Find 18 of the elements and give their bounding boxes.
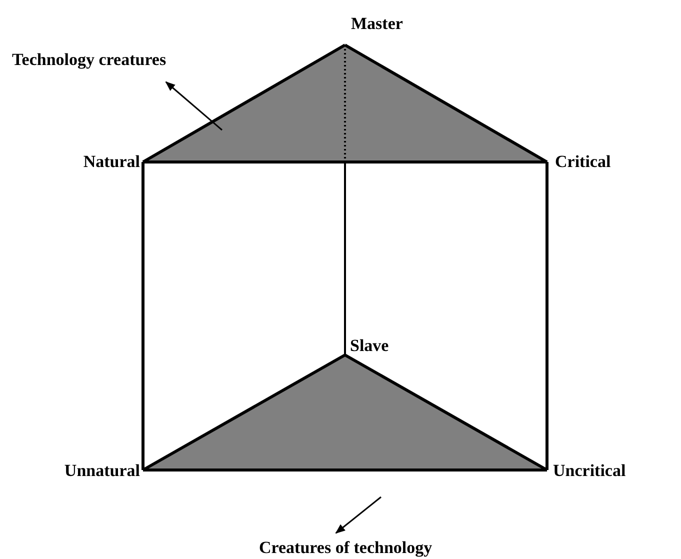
prism-edge: [344, 354, 548, 472]
prism-edge: [143, 160, 547, 164]
callout-label: Creatures of technology: [259, 538, 432, 558]
vertex-label: Natural: [20, 152, 144, 172]
prism-edge: [546, 162, 548, 470]
vertex-label: Slave: [344, 336, 400, 357]
prism-edge: [142, 354, 346, 472]
callout-label: Technology creatures: [12, 50, 166, 70]
leader-arrow: [335, 496, 382, 534]
prism-edge: [344, 44, 548, 164]
prism-edge: [143, 468, 547, 472]
leader-arrow: [165, 81, 222, 131]
vertex-label: Uncritical: [546, 461, 646, 481]
prism-edge: [142, 44, 346, 164]
prism-edge: [142, 162, 144, 470]
vertex-label: Unnatural: [8, 461, 144, 481]
vertex-label: Critical: [546, 152, 646, 172]
vertex-label: Master: [343, 14, 403, 46]
